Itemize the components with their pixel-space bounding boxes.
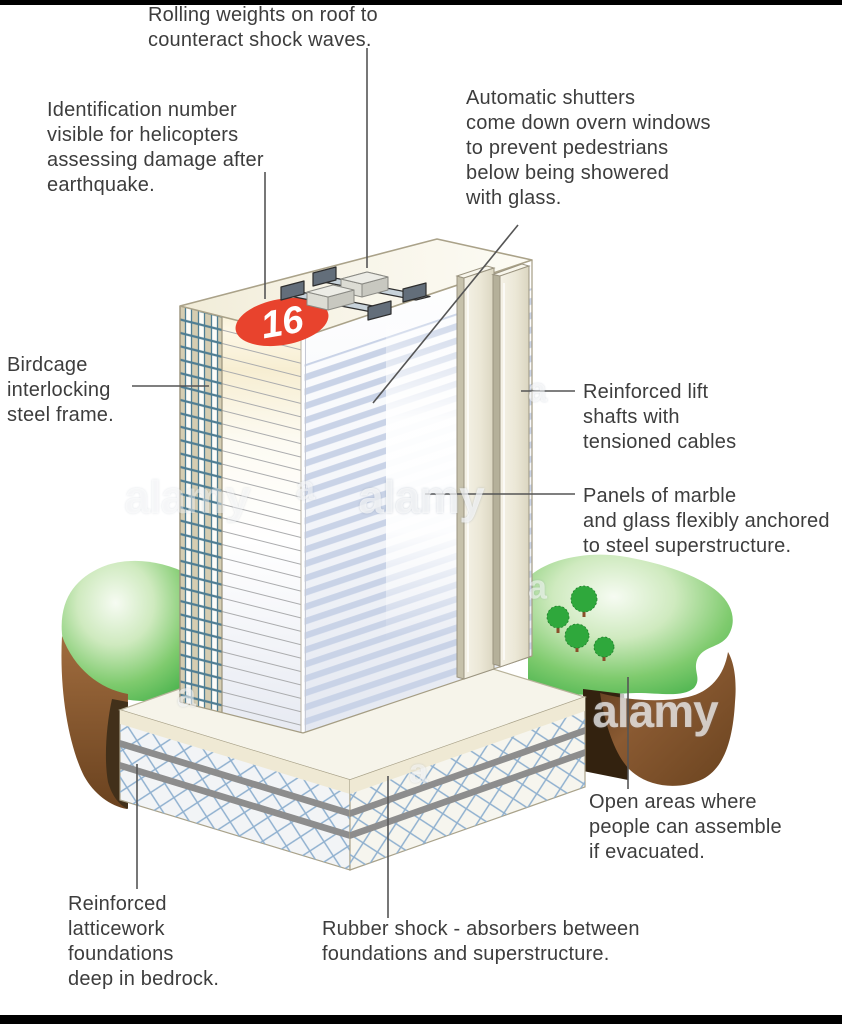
top-frame-bar [0, 0, 842, 5]
rail-end-plate [312, 266, 337, 287]
weight-box [306, 284, 355, 311]
building: 16 [179, 238, 533, 734]
lift-shaft-front [499, 265, 530, 668]
label-latticework-foundations: Reinforced latticework foundations deep … [68, 893, 220, 990]
rolling-weights [280, 266, 431, 321]
rail-end-plate [402, 282, 427, 303]
label-lift-shafts: Reinforced lift shafts with tensioned ca… [583, 381, 737, 453]
label-shock-absorbers: Rubber shock - absorbers between foundat… [322, 918, 640, 965]
lift-shaft-side [456, 275, 465, 680]
label-identification-number: Identification number visible for helico… [47, 99, 264, 196]
shock-absorber-band [350, 749, 585, 839]
label-rolling-weights: Rolling weights on roof to counteract sh… [148, 4, 378, 51]
label-birdcage-frame: Birdcage interlocking steel frame. [7, 354, 114, 426]
label-open-areas: Open areas where people can assemble if … [589, 791, 782, 863]
label-marble-panels: Panels of marble and glass flexibly anch… [583, 485, 830, 557]
helipad-number-oval: 16 [235, 297, 329, 347]
building-base-left [179, 701, 304, 734]
trees [546, 585, 615, 661]
tree-canopy [570, 585, 598, 613]
tree-canopy [593, 636, 615, 658]
tree-canopy [546, 605, 570, 629]
birdcage-steel-frame [180, 306, 222, 713]
leader-lines [132, 48, 629, 918]
shock-absorber-band [120, 740, 350, 817]
shock-absorber-band [350, 727, 585, 817]
lift-shafts [455, 263, 531, 680]
ground-right [528, 554, 736, 786]
shock-absorber-band [120, 762, 350, 839]
bottom-frame-bar [0, 1015, 842, 1024]
grass-left [61, 560, 190, 702]
foundation-right-topband [350, 697, 585, 794]
soil-cliff-right [600, 652, 736, 786]
rail-end-plate [367, 300, 392, 321]
facade-reflection [386, 260, 468, 680]
lift-shaft-front [463, 267, 495, 680]
foundation-front-topband [120, 710, 350, 794]
left-face-floor-lines [222, 317, 303, 733]
lift-shaft-side [492, 273, 501, 667]
tree-canopy [564, 623, 590, 649]
rail-end-plate [280, 280, 305, 301]
roof-number: 16 [258, 298, 308, 347]
leader-automatic-shutters [372, 224, 519, 404]
label-automatic-shutters: Automatic shutters come down overn windo… [466, 87, 711, 209]
